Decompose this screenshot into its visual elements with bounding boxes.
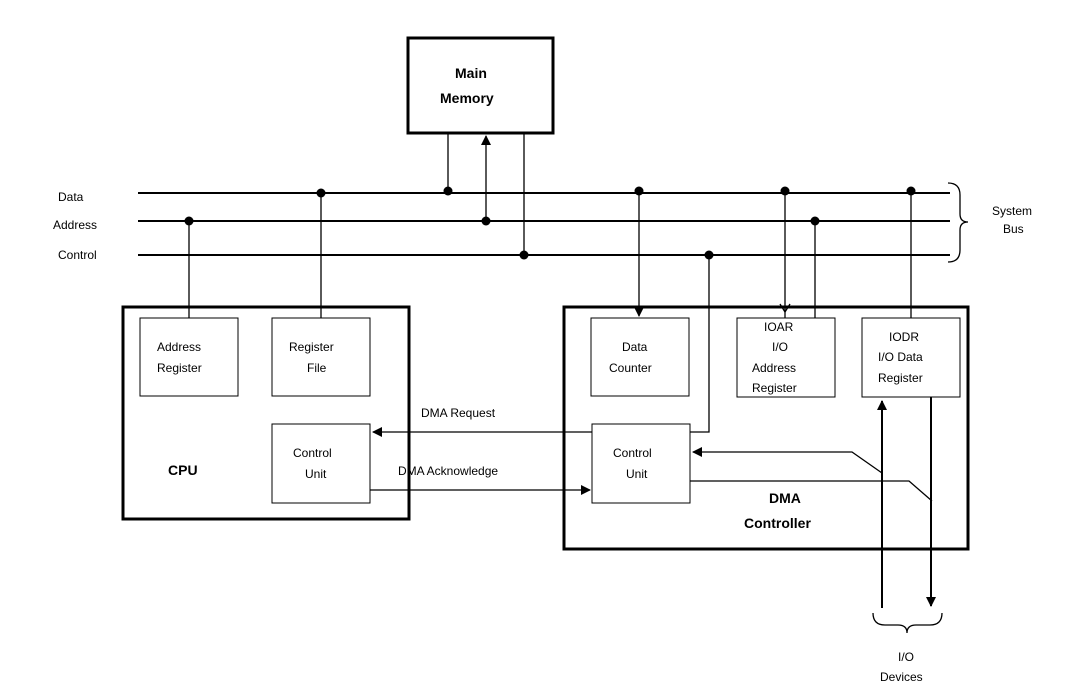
main-memory-label-line1: Main [455, 65, 487, 81]
dma-request-label: DMA Request [421, 406, 496, 420]
memory-data-junction [443, 186, 453, 196]
cpu-register-file-box [271, 317, 371, 397]
io-devices-label-line2: Devices [880, 670, 923, 684]
data-bus-label: Data [58, 190, 84, 204]
dma-control-unit-line2: Unit [626, 467, 648, 481]
cpu-address-register-line1: Address [157, 340, 201, 354]
system-bus-label-line1: System [992, 204, 1032, 218]
dma-acknowledge-label: DMA Acknowledge [398, 464, 498, 478]
cpu-address-junction [184, 216, 194, 226]
dma-control-bus-connector [690, 255, 710, 433]
cpu-title: CPU [168, 462, 198, 478]
memory-control-junction [519, 250, 529, 260]
dma-control-unit-box [591, 423, 691, 504]
dma-iodr-box [861, 317, 961, 398]
iodr-data-junction [906, 186, 916, 196]
cpu-control-unit-line2: Unit [305, 467, 327, 481]
main-memory-label-line2: Memory [440, 90, 494, 106]
cpu-register-file-line2: File [307, 361, 327, 375]
cpu-address-register-box [139, 317, 239, 397]
ioar-address-junction [810, 216, 820, 226]
ioar-down-chevron [779, 303, 791, 314]
ioar-data-junction [780, 186, 790, 196]
dma-data-counter-box [590, 317, 690, 397]
cpu-register-file-line1: Register [289, 340, 334, 354]
io-devices-label-line1: I/O [898, 650, 914, 664]
system-bus-brace [947, 182, 969, 263]
dma-ioar-line1: IOAR [764, 320, 794, 334]
dma-data-junction [634, 186, 644, 196]
system-bus-label-line2: Bus [1003, 222, 1024, 236]
dma-iodr-line3: Register [878, 371, 923, 385]
dma-data-counter-line1: Data [622, 340, 648, 354]
io-devices-brace [872, 612, 943, 634]
dma-iodr-line2: I/O Data [878, 350, 923, 364]
cpu-control-unit-line1: Control [293, 446, 332, 460]
cpu-control-unit-box [271, 423, 371, 504]
dma-ioar-line2: I/O [772, 340, 788, 354]
control-to-io-line [690, 480, 933, 502]
dma-ioar-box [736, 317, 836, 398]
dma-control-junction [704, 250, 714, 260]
io-to-control-line [692, 447, 883, 474]
memory-address-junction [481, 216, 491, 226]
address-bus-label: Address [53, 218, 97, 232]
dma-ioar-line4: Register [752, 381, 797, 395]
cpu-data-junction [316, 188, 326, 198]
dma-control-unit-line1: Control [613, 446, 652, 460]
dma-ioar-line3: Address [752, 361, 796, 375]
dma-iodr-line1: IODR [889, 330, 919, 344]
dma-title-line2: Controller [744, 515, 811, 531]
dma-title-line1: DMA [769, 490, 801, 506]
control-bus-label: Control [58, 248, 97, 262]
cpu-address-register-line2: Register [157, 361, 202, 375]
dma-data-counter-line2: Counter [609, 361, 652, 375]
main-memory-box [406, 36, 555, 135]
